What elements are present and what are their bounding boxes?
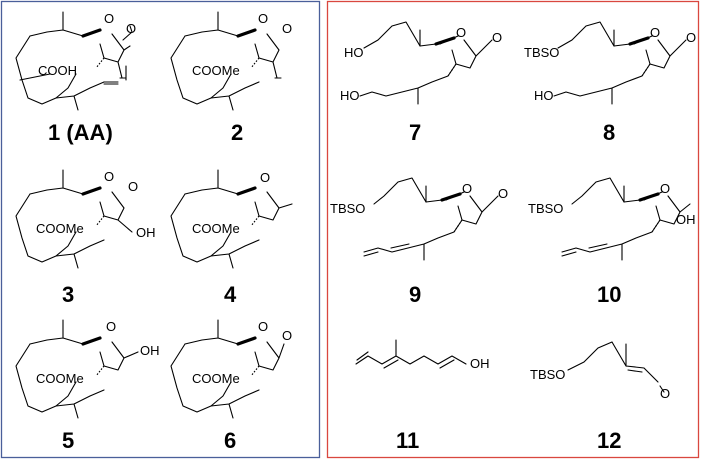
- compound-5-structure: [15, 319, 139, 419]
- c8-label: 8: [603, 120, 615, 145]
- c5-o-ring: O: [106, 319, 116, 334]
- c2-label: 2: [231, 120, 243, 145]
- c5-label: 5: [62, 428, 74, 453]
- c5-oh: OH: [140, 343, 160, 358]
- c4-coome: COOMe: [192, 221, 240, 236]
- c7-ho-top: HO: [344, 45, 364, 60]
- c10-oh: OH: [676, 212, 696, 227]
- c4-o-ring: O: [260, 170, 270, 185]
- c8-tbso: TBSO: [524, 45, 559, 60]
- c8-o-ring: O: [650, 25, 660, 40]
- c12-tbso: TBSO: [530, 367, 565, 382]
- right-panel-border: [326, 0, 700, 459]
- c7-o-ring: O: [456, 25, 466, 40]
- c6-label: 6: [224, 428, 236, 453]
- compound-1-structure: [15, 11, 133, 111]
- c6-o-ring: O: [258, 319, 268, 334]
- c8-ho: HO: [534, 88, 554, 103]
- compound-4-structure: [170, 169, 293, 269]
- c12-label: 12: [597, 428, 621, 453]
- c10-o-ring: O: [660, 181, 670, 196]
- c4-label: 4: [224, 282, 237, 307]
- c9-o-methoxy: O: [498, 186, 508, 201]
- c8-o-methoxy: O: [686, 30, 696, 45]
- c1-o-ring: O: [104, 11, 114, 26]
- c3-o-ring: O: [104, 169, 114, 184]
- c3-oh: OH: [136, 225, 156, 240]
- c1-label: 1 (AA): [48, 120, 113, 145]
- c1-o-carbonyl: O: [126, 21, 136, 36]
- c11-oh: OH: [470, 356, 490, 371]
- c11-label: 11: [396, 428, 419, 453]
- c7-label: 7: [409, 120, 421, 145]
- compound-9-structure: [363, 177, 499, 261]
- compound-12-structure: [567, 341, 665, 393]
- c1-cooh: COOH: [38, 63, 77, 78]
- compound-2-structure: [170, 11, 282, 111]
- c6-coome: COOMe: [192, 371, 240, 386]
- c7-o-methoxy: O: [492, 30, 502, 45]
- c7-ho-bottom: HO: [340, 88, 360, 103]
- c9-tbso: TBSO: [330, 201, 365, 216]
- compound-10-structure: [561, 177, 691, 261]
- c2-coome: COOMe: [192, 63, 240, 78]
- c2-o-carbonyl: O: [282, 21, 292, 36]
- c5-coome: COOMe: [36, 371, 84, 386]
- c12-o-aldehyde: O: [660, 386, 670, 401]
- c3-label: 3: [62, 282, 74, 307]
- c10-tbso: TBSO: [528, 201, 563, 216]
- compound-7-structure: [359, 21, 493, 105]
- c3-o-carbonyl: O: [128, 179, 138, 194]
- c6-o-carbonyl: O: [282, 328, 292, 343]
- compound-11-structure: [355, 339, 467, 369]
- compound-6-structure: [170, 319, 285, 419]
- c9-o-ring: O: [462, 181, 472, 196]
- compound-8-structure: [553, 21, 687, 105]
- c2-o-ring: O: [258, 11, 268, 26]
- c3-coome: COOMe: [36, 221, 84, 236]
- compound-3-structure: [15, 169, 133, 269]
- c9-label: 9: [409, 282, 421, 307]
- c10-label: 10: [597, 282, 621, 307]
- left-panel-border: [0, 0, 321, 459]
